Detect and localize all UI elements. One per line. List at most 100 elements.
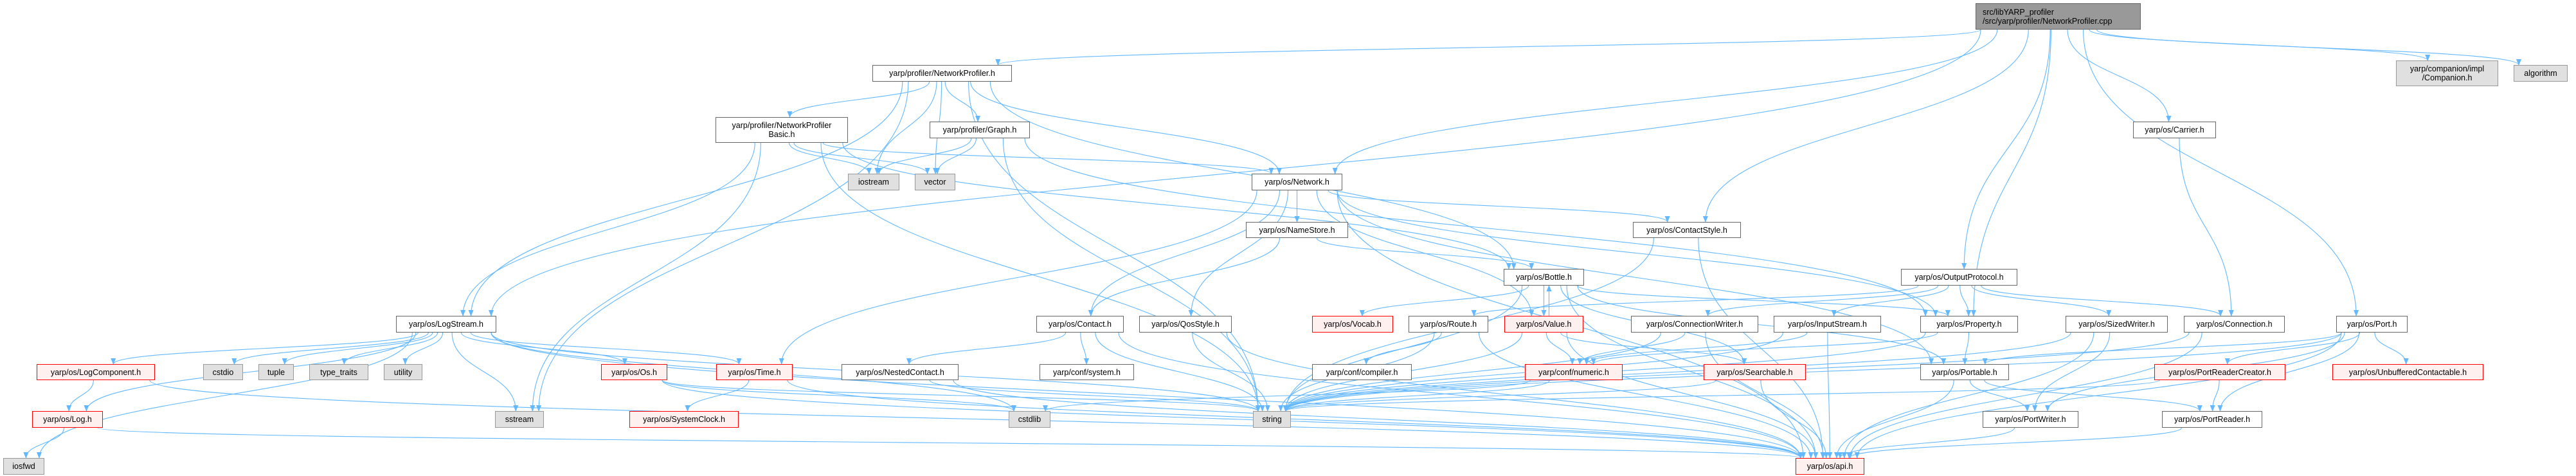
edge-port-to-string	[1283, 332, 2342, 412]
edge-logcomponent-to-api	[149, 380, 1803, 459]
edge-inputstream-to-numeric	[1583, 332, 1808, 365]
graph-node-time[interactable]: yarp/os/Time.h	[716, 364, 793, 380]
edge-graph-to-vector	[934, 138, 977, 174]
graph-node-string[interactable]: string	[1253, 411, 1291, 428]
edge-portreader-to-api	[1846, 427, 2182, 459]
edge-carrier-to-connection	[2179, 138, 2234, 316]
graph-node-connwriter[interactable]: yarp/os/ConnectionWriter.h	[1631, 316, 1758, 333]
edge-value-to-searchable	[1560, 332, 1747, 365]
graph-node-main[interactable]: src/libYARP_profiler /src/yarp/profiler/…	[1976, 3, 2141, 30]
edge-connection-to-api	[1848, 332, 2202, 459]
graph-node-nestedcontact[interactable]: yarp/os/NestedContact.h	[842, 364, 959, 380]
edge-portreadercreator-to-portreader	[2210, 380, 2220, 412]
graph-node-logstream[interactable]: yarp/os/LogStream.h	[396, 316, 496, 333]
edge-npb-to-vector	[793, 142, 930, 174]
graph-node-companion[interactable]: yarp/companion/impl /Companion.h	[2396, 60, 2498, 86]
edge-main-to-algorithm	[2096, 29, 2521, 66]
graph-node-compiler[interactable]: yarp/conf/compiler.h	[1312, 364, 1412, 380]
graph-node-npb[interactable]: yarp/profiler/NetworkProfiler Basic.h	[716, 117, 848, 143]
graph-node-contactstyle[interactable]: yarp/os/ContactStyle.h	[1633, 222, 1741, 238]
edge-np-to-npb	[787, 81, 930, 118]
graph-node-systemclock[interactable]: yarp/os/SystemClock.h	[629, 411, 739, 428]
graph-node-contact[interactable]: yarp/os/Contact.h	[1036, 316, 1124, 333]
graph-node-property[interactable]: yarp/os/Property.h	[1920, 316, 2018, 333]
edge-connwriter-to-string	[1283, 332, 1661, 412]
graph-node-iosfwd[interactable]: iosfwd	[3, 458, 44, 475]
edge-network-to-portable	[1337, 190, 1934, 365]
edge-graph-to-iostream	[876, 138, 972, 174]
graph-node-numeric[interactable]: yarp/conf/numeric.h	[1525, 364, 1623, 380]
edge-connwriter-to-numeric	[1577, 332, 1686, 365]
edge-npb-to-logstream	[460, 142, 755, 316]
graph-node-portwriter[interactable]: yarp/os/PortWriter.h	[1983, 411, 2078, 428]
graph-node-port[interactable]: yarp/os/Port.h	[2336, 316, 2408, 333]
graph-node-vector[interactable]: vector	[915, 174, 955, 190]
edge-logstream-to-sstream	[451, 332, 519, 412]
graph-node-logcomponent[interactable]: yarp/os/LogComponent.h	[37, 364, 155, 380]
graph-node-log[interactable]: yarp/os/Log.h	[32, 411, 103, 428]
edge-network-to-time	[779, 190, 1257, 365]
graph-node-unbuffered[interactable]: yarp/os/UnbufferedContactable.h	[2332, 364, 2483, 380]
edge-main-to-np	[995, 29, 1981, 66]
edge-main-to-outputprotocol	[1961, 29, 2051, 270]
graph-node-bottle[interactable]: yarp/os/Bottle.h	[1504, 269, 1584, 286]
graph-node-value[interactable]: yarp/os/Value.h	[1504, 316, 1583, 333]
edge-outputprotocol-to-connection	[1981, 285, 2223, 316]
graph-node-inputstream[interactable]: yarp/os/InputStream.h	[1774, 316, 1881, 333]
edge-searchable-to-string	[1283, 380, 1716, 412]
edge-searchable-to-api	[1760, 380, 1829, 459]
graph-node-network[interactable]: yarp/os/Network.h	[1252, 174, 1342, 190]
graph-node-graph[interactable]: yarp/profiler/Graph.h	[930, 122, 1030, 138]
edge-logstream-to-api	[491, 332, 1803, 459]
graph-node-cstdio[interactable]: cstdio	[203, 364, 243, 380]
edge-bottle-to-vocab	[1359, 285, 1529, 316]
edge-npb-to-string	[820, 142, 1261, 412]
graph-node-sizedwriter[interactable]: yarp/os/SizedWriter.h	[2066, 316, 2168, 333]
edge-numeric-to-cstdlib	[1043, 380, 1531, 412]
edge-portable-to-portwriter	[1969, 380, 2030, 412]
graph-node-tuple[interactable]: tuple	[258, 364, 294, 380]
edge-port-to-unbuffered	[2374, 332, 2409, 365]
graph-node-carrier[interactable]: yarp/os/Carrier.h	[2133, 122, 2216, 138]
edge-os-to-api	[662, 380, 1803, 459]
graph-node-system[interactable]: yarp/conf/system.h	[1040, 364, 1134, 380]
edge-log-to-iosfwd	[23, 427, 65, 459]
graph-node-os[interactable]: yarp/os/Os.h	[601, 364, 667, 380]
graph-node-cstdlib[interactable]: cstdlib	[1009, 411, 1050, 428]
graph-node-outputprotocol[interactable]: yarp/os/OutputProtocol.h	[1901, 269, 2017, 286]
graph-node-route[interactable]: yarp/os/Route.h	[1409, 316, 1488, 333]
graph-node-algorithm[interactable]: algorithm	[2514, 65, 2568, 82]
graph-node-portable[interactable]: yarp/os/Portable.h	[1920, 364, 2009, 380]
edge-logcomponent-to-log	[66, 380, 95, 412]
graph-node-np[interactable]: yarp/profiler/NetworkProfiler.h	[872, 65, 1012, 82]
edge-value-to-numeric	[1545, 332, 1575, 365]
graph-node-vocab[interactable]: yarp/os/Vocab.h	[1312, 316, 1393, 333]
edge-contact-to-string	[1095, 332, 1265, 412]
edge-outputprotocol-to-sizedwriter	[1971, 285, 2112, 316]
graph-node-namestore[interactable]: yarp/os/NameStore.h	[1246, 222, 1348, 238]
edge-main-to-contactstyle	[1702, 29, 2029, 223]
graph-node-sstream[interactable]: sstream	[495, 411, 544, 428]
graph-node-portreadercreator[interactable]: yarp/os/PortReaderCreator.h	[2154, 364, 2285, 380]
edge-outputprotocol-to-route	[1471, 285, 1919, 316]
graph-node-api[interactable]: yarp/os/api.h	[1796, 458, 1864, 475]
edge-logstream-to-time	[470, 332, 742, 365]
edge-os-to-string	[662, 380, 1261, 412]
graph-node-typetraits[interactable]: type_traits	[309, 364, 368, 380]
graph-node-portreader[interactable]: yarp/os/PortReader.h	[2162, 411, 2262, 428]
graph-node-iostream[interactable]: iostream	[848, 174, 899, 190]
edge-np-to-graph	[944, 81, 981, 122]
edge-main-to-carrier	[2067, 29, 2172, 122]
edge-logstream-to-utility	[402, 332, 444, 365]
edge-np-to-sstream	[536, 81, 909, 412]
graph-node-utility[interactable]: utility	[384, 364, 422, 380]
edge-port-to-api	[1854, 332, 2342, 459]
edge-route-to-api	[1478, 332, 1814, 459]
edge-portable-to-api	[1834, 380, 1954, 459]
graph-node-searchable[interactable]: yarp/os/Searchable.h	[1704, 364, 1806, 380]
edge-bottle-to-portable	[1577, 285, 1947, 365]
graph-node-qosstyle[interactable]: yarp/os/QosStyle.h	[1139, 316, 1232, 333]
edge-inputstream-to-api	[1827, 332, 1833, 459]
graph-node-connection[interactable]: yarp/os/Connection.h	[2184, 316, 2285, 333]
